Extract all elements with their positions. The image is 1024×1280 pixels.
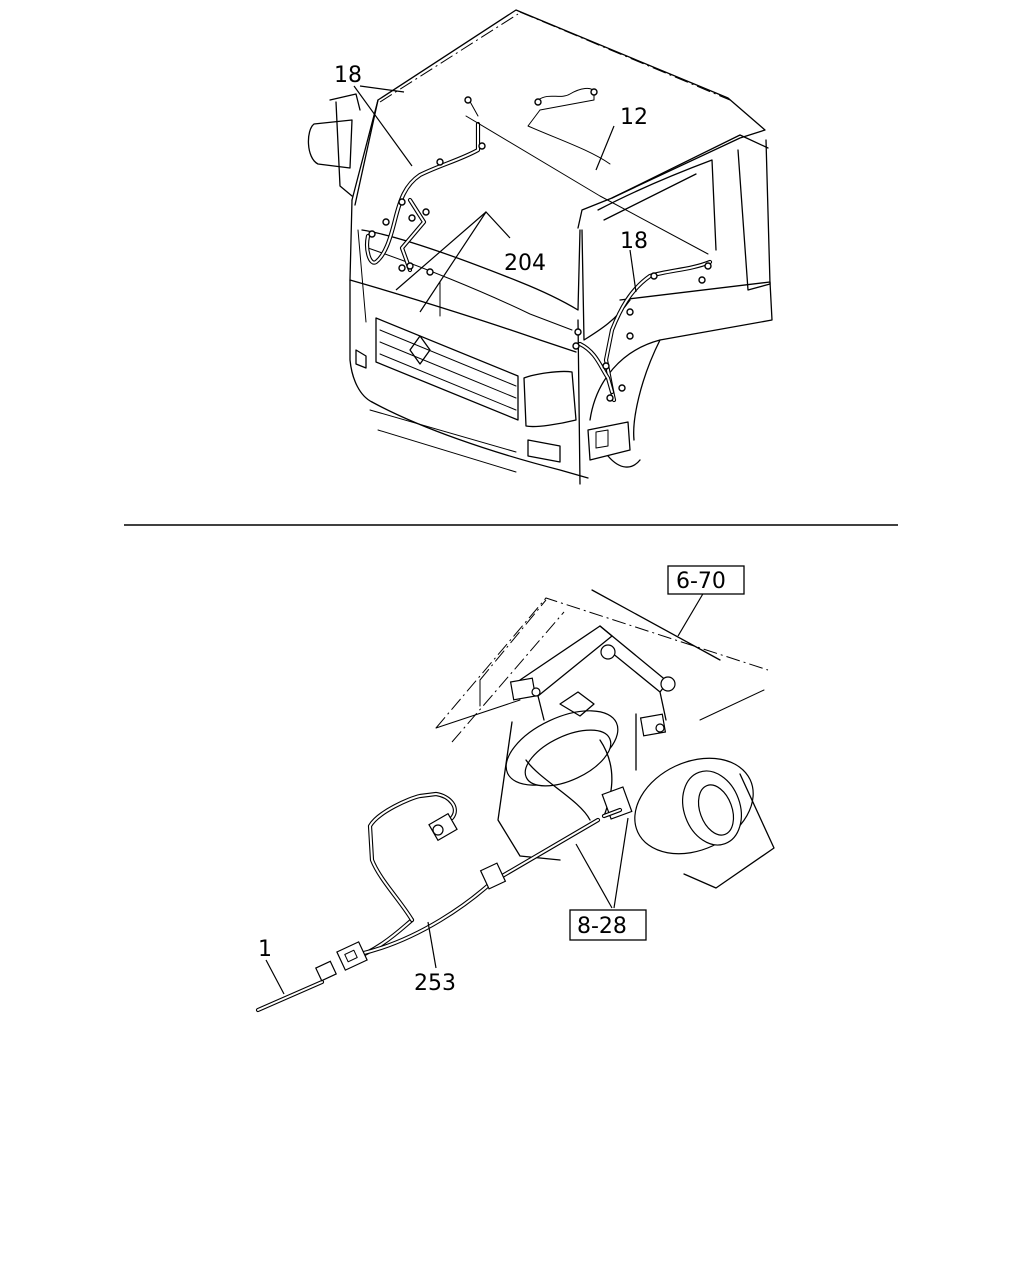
bottom-leader-lines (265, 591, 705, 995)
callout-253: 253 (414, 971, 456, 996)
reference-box-6-70: 6-70 (667, 565, 745, 595)
cab-wiring-harness (365, 87, 713, 403)
callout-12: 12 (620, 105, 648, 130)
top-leader-lines (353, 85, 637, 313)
callout-18-left: 18 (334, 63, 362, 88)
reference-box-8-28: 8-28 (569, 909, 647, 941)
connector-icon (336, 941, 368, 971)
callout-1: 1 (258, 937, 272, 962)
horn-left (497, 691, 619, 861)
callout-18-right: 18 (620, 229, 648, 254)
horn-right (601, 713, 775, 889)
frame-rail (435, 589, 769, 743)
ref-6-70: 6-70 (676, 569, 726, 594)
connector-icon (314, 960, 338, 982)
connector-icon (479, 862, 507, 890)
callout-204: 204 (504, 251, 546, 276)
horn-bracket (509, 625, 676, 737)
horn-harness (255, 791, 623, 1013)
ref-8-28: 8-28 (577, 914, 627, 939)
truck-cab-illustration (307, 9, 773, 485)
